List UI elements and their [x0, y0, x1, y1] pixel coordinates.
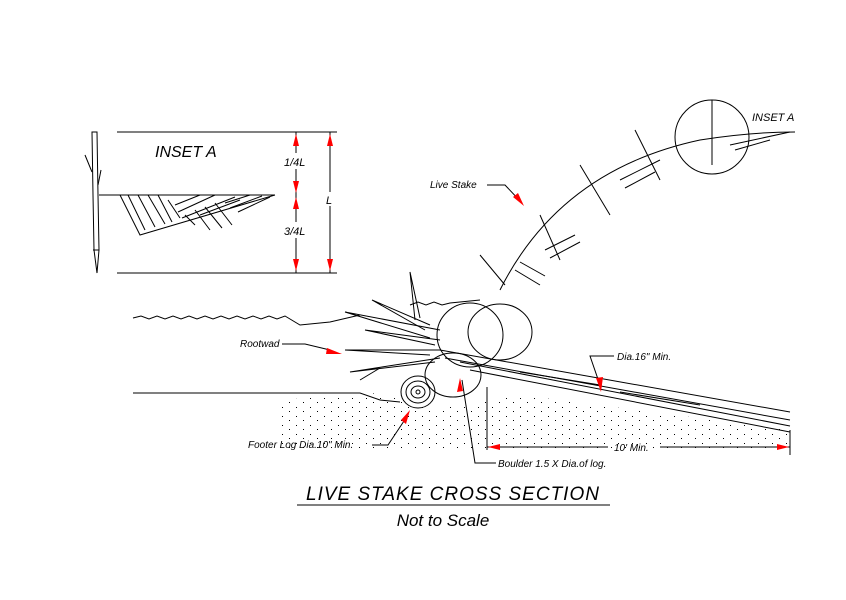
length-label: L — [326, 195, 332, 207]
footer-log-callout: Footer Log Dia.10" Min. — [248, 410, 410, 451]
soil-stipple — [280, 393, 790, 450]
live-stake-label: Live Stake — [430, 180, 477, 191]
footer-log — [400, 375, 436, 409]
length-min-label: 10' Min. — [614, 443, 649, 454]
inset-title: INSET A — [155, 144, 217, 161]
log-dia-callout: Dia.16" Min. — [589, 352, 671, 392]
length-dimension: 10' Min. — [486, 387, 791, 455]
ground-line — [133, 392, 401, 403]
live-stake-callout: Live Stake — [430, 180, 524, 206]
live-stake-icon — [84, 131, 102, 274]
rootwad-label: Rootwad — [240, 339, 280, 350]
three-quarter-length-label: 3/4L — [284, 226, 305, 238]
quarter-length-label: 1/4L — [284, 157, 305, 169]
water-line — [132, 314, 361, 326]
boulder-callout: Boulder 1.5 X Dia.of log. — [457, 378, 606, 470]
inset-a-callout: INSET A — [752, 112, 794, 124]
soil-hatch — [119, 194, 276, 236]
log-dia-label: Dia.16" Min. — [617, 352, 671, 363]
drawing-subtitle: Not to Scale — [397, 511, 490, 530]
boulders — [424, 302, 533, 398]
rootwad — [344, 271, 441, 381]
rootwad-callout: Rootwad — [240, 339, 342, 354]
drawing-title: LIVE STAKE CROSS SECTION — [306, 484, 600, 505]
inset-a-detail: INSET A 1/4L 3/4L L — [84, 131, 337, 274]
boulder-label: Boulder 1.5 X Dia.of log. — [498, 459, 606, 470]
main-log — [439, 349, 791, 433]
bank-slope — [479, 99, 796, 291]
footer-log-label: Footer Log Dia.10" Min. — [248, 440, 353, 451]
dimension-arrows — [293, 134, 333, 271]
